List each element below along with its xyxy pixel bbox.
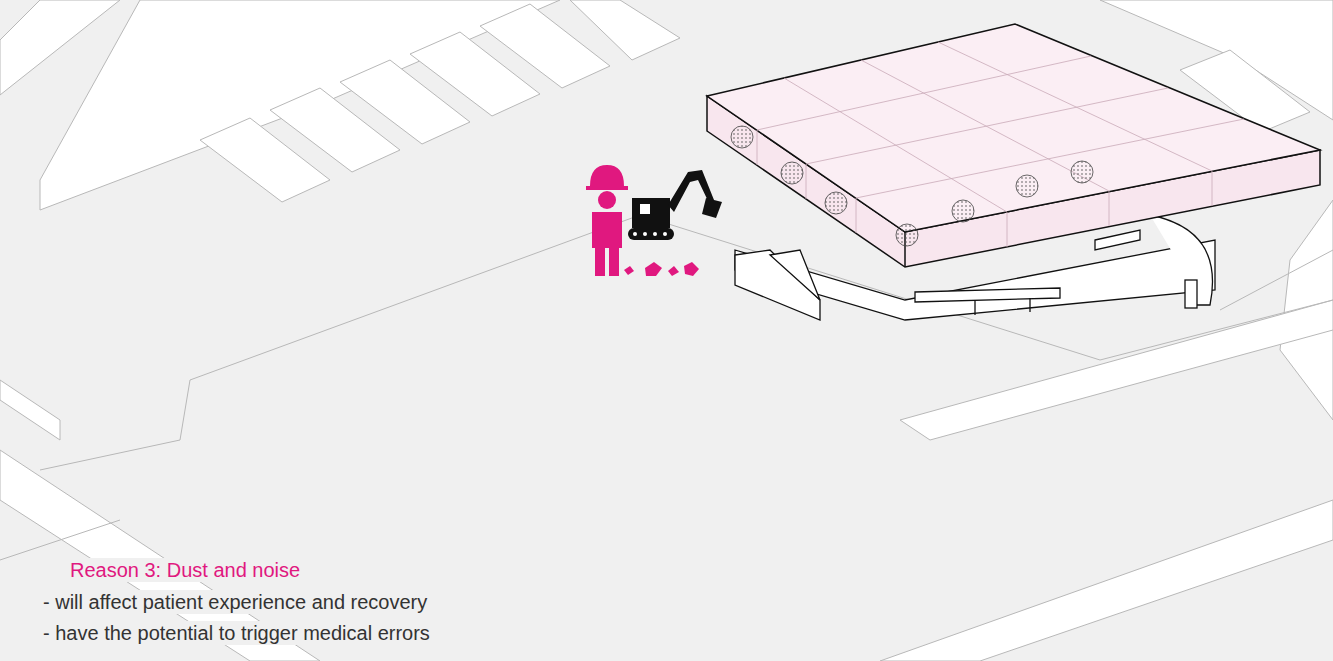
building-grid [757, 42, 1244, 247]
note-text: - will affect patient experience and rec… [40, 590, 430, 614]
note-text: - have the potential to trigger medical … [40, 621, 433, 645]
site-lines [0, 215, 1333, 560]
heading-text: Reason 3: Dust and noise [67, 558, 303, 582]
worker-icon [586, 165, 628, 276]
rooftop-trees [731, 126, 1093, 246]
excavator-icon [628, 170, 722, 240]
building-volume [707, 24, 1320, 267]
rubble [624, 262, 699, 276]
